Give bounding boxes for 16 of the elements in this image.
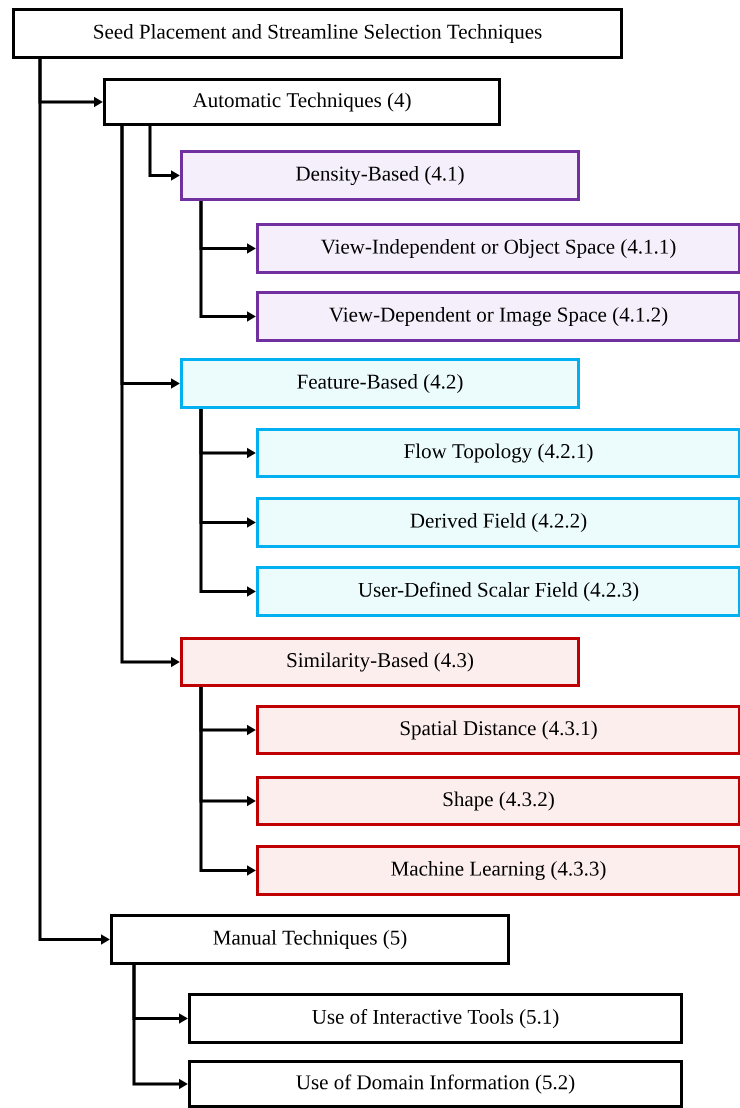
category-box: Derived Field (4.2.2) bbox=[256, 497, 740, 548]
category-box: User-Defined Scalar Field (4.2.3) bbox=[256, 566, 740, 617]
category-box: View-Dependent or Image Space (4.1.2) bbox=[256, 291, 740, 342]
category-box: Automatic Techniques (4) bbox=[103, 78, 501, 126]
category-box: View-Independent or Object Space (4.1.1) bbox=[256, 223, 740, 274]
category-box: Machine Learning (4.3.3) bbox=[256, 845, 740, 896]
category-box: Spatial Distance (4.3.1) bbox=[256, 705, 740, 755]
category-box: Feature-Based (4.2) bbox=[180, 358, 580, 409]
category-box: Manual Techniques (5) bbox=[110, 914, 510, 965]
category-box: Flow Topology (4.2.1) bbox=[256, 428, 740, 478]
category-box: Use of Interactive Tools (5.1) bbox=[188, 993, 683, 1044]
category-box: Similarity-Based (4.3) bbox=[180, 637, 580, 687]
category-box: Density-Based (4.1) bbox=[180, 150, 580, 201]
category-box: Seed Placement and Streamline Selection Techniques bbox=[12, 8, 623, 59]
category-box: Shape (4.3.2) bbox=[256, 776, 740, 826]
category-box: Use of Domain Information (5.2) bbox=[188, 1060, 683, 1108]
